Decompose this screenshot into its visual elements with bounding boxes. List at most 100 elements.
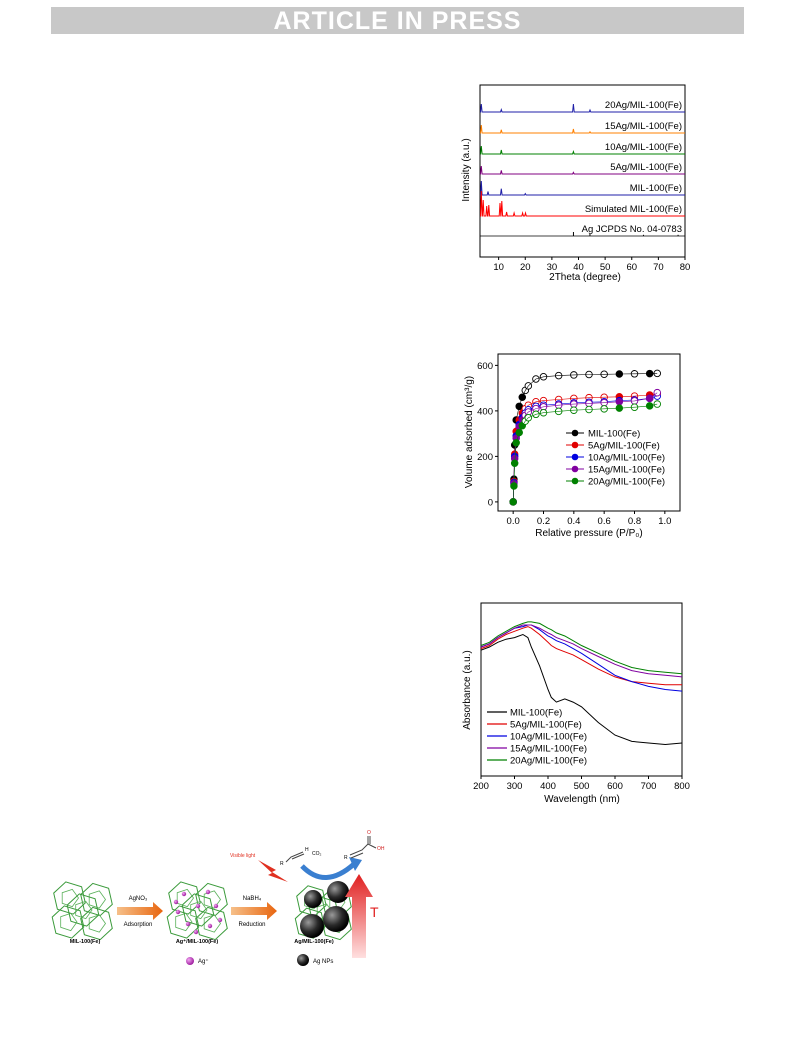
co2-label: CO₂	[312, 851, 322, 857]
mof-cage-inner	[190, 900, 208, 920]
xrd-xtick-label: 30	[547, 262, 558, 273]
xrd-series-line	[480, 165, 685, 175]
step2-process: Reduction	[238, 922, 265, 928]
reduction-arrow	[231, 902, 277, 920]
xrd-xtick-label: 60	[626, 262, 637, 273]
mof-cage	[80, 882, 113, 917]
uv-legend-label: 15Ag/MIL-100(Fe)	[510, 744, 587, 755]
step1-process: Adsorption	[124, 922, 153, 928]
label-ag-mil100: Ag/MIL-100(Fe)	[294, 939, 334, 945]
uv-legend-label: 10Ag/MIL-100(Fe)	[510, 732, 587, 743]
acid-oh: OH	[377, 846, 385, 852]
mof-cage	[166, 905, 200, 939]
uv-series-line	[480, 624, 683, 692]
xrd-series-label: 10Ag/MIL-100(Fe)	[605, 142, 682, 153]
bet-legend-marker	[571, 453, 579, 461]
mof-cage-inner	[88, 890, 106, 909]
mof-cage	[51, 905, 85, 939]
bet-point	[653, 400, 661, 408]
ag-nanoparticles	[300, 881, 349, 938]
ag-ion	[193, 929, 199, 935]
xrd-series-line	[480, 103, 685, 113]
article-in-press-banner: ARTICLE IN PRESS	[51, 7, 744, 35]
bet-legend-label: 15Ag/MIL-100(Fe)	[588, 465, 665, 476]
mof-cage-inner	[88, 914, 106, 933]
bet-legend-marker	[571, 429, 579, 437]
xrd-series-label: MIL-100(Fe)	[630, 183, 682, 194]
xrd-xtick-label: 20	[520, 262, 531, 273]
ag-ion	[217, 917, 223, 923]
mof-cage-inner	[60, 912, 78, 932]
uv-legend-label: 5Ag/MIL-100(Fe)	[510, 720, 582, 731]
mof-cage-inner	[61, 888, 79, 908]
uv-series-line	[480, 626, 682, 686]
uv-legend-label: MIL-100(Fe)	[510, 708, 562, 719]
uv-series-line	[480, 621, 683, 675]
carboxylic-acid-structure	[349, 836, 377, 859]
xrd-xtick-label: 70	[653, 262, 664, 273]
bet-legend-label: MIL-100(Fe)	[588, 429, 640, 440]
mof-cage	[66, 893, 100, 927]
ag-ion-legend-icon	[186, 957, 194, 965]
xrd-xtick-label: 80	[680, 262, 691, 273]
ag-np-legend-label: Ag NPs	[313, 959, 333, 965]
bet-legend-label: 10Ag/MIL-100(Fe)	[588, 453, 665, 464]
uv-xtick-label: 400	[540, 781, 556, 792]
mof-cage-cluster	[166, 881, 228, 941]
step2-reagent: NaBH₄	[243, 896, 262, 902]
uv-ylabel: Absorbance (a.u.)	[462, 650, 473, 730]
xrd-series-label: 15Ag/MIL-100(Fe)	[605, 121, 682, 132]
alkyne-structure	[285, 851, 305, 863]
uv-xtick-label: 200	[473, 781, 489, 792]
uv-series-line	[480, 624, 683, 678]
ag-ion	[175, 909, 181, 915]
xrd-series-label: Simulated MIL-100(Fe)	[585, 204, 682, 215]
alkyne-h: H	[305, 847, 309, 853]
xrd-series-label: Ag JCPDS No. 04-0783	[582, 224, 682, 235]
bet-legend-label: 5Ag/MIL-100(Fe)	[588, 441, 660, 452]
bet-ylabel: Volume adsorbed (cm³/g)	[464, 376, 475, 488]
ag-ion	[185, 921, 191, 927]
ag-np	[327, 881, 349, 903]
xrd-chart: 20Ag/MIL-100(Fe)15Ag/MIL-100(Fe)10Ag/MIL…	[461, 84, 691, 283]
ag-ion	[181, 891, 187, 897]
xrd-xlabel: 2Theta (degree)	[549, 272, 621, 283]
mof-cage	[195, 906, 228, 941]
bet-ytick-label: 0	[488, 497, 493, 508]
ag-np	[323, 906, 349, 932]
ag-ion	[207, 923, 213, 929]
xrd-xtick-label: 50	[600, 262, 611, 273]
bet-legend-marker	[571, 477, 579, 485]
bet-xtick-label: 1.0	[658, 516, 671, 527]
bet-legend-marker	[571, 465, 579, 473]
bet-xtick-label: 0.4	[567, 516, 580, 527]
xrd-series-line	[480, 145, 685, 155]
xrd-series-line	[480, 190, 685, 217]
mof-cage-inner	[176, 888, 194, 908]
adsorption-arrow	[117, 902, 163, 920]
label-mil100: MIL-100(Fe)	[70, 939, 101, 945]
uv-xtick-label: 300	[507, 781, 523, 792]
acid-r: R	[344, 855, 348, 861]
ag-ion-legend-label: Ag⁺	[198, 958, 209, 965]
bet-xtick-label: 0.8	[628, 516, 641, 527]
mof-cage-inner	[203, 914, 221, 933]
bet-plot-frame	[497, 353, 681, 512]
temperature-arrow	[345, 874, 373, 958]
bet-point	[653, 388, 661, 397]
mof-cage	[294, 907, 326, 939]
bet-ytick-label: 400	[477, 406, 493, 417]
temperature-label: T	[370, 904, 379, 920]
ag-np-legend-icon	[297, 954, 309, 966]
bet-series-line	[512, 403, 658, 502]
acid-o: O	[367, 830, 371, 836]
xrd-series-line	[480, 124, 685, 134]
mof-cage-cluster	[51, 881, 113, 941]
ag-np	[300, 914, 324, 938]
uv-xtick-label: 700	[641, 781, 657, 792]
uv-series-line	[480, 633, 683, 746]
mof-cage	[195, 882, 228, 917]
bet-xtick-label: 0.2	[537, 516, 550, 527]
co2-conversion-arrow	[300, 862, 356, 880]
xrd-xtick-label: 40	[573, 262, 584, 273]
